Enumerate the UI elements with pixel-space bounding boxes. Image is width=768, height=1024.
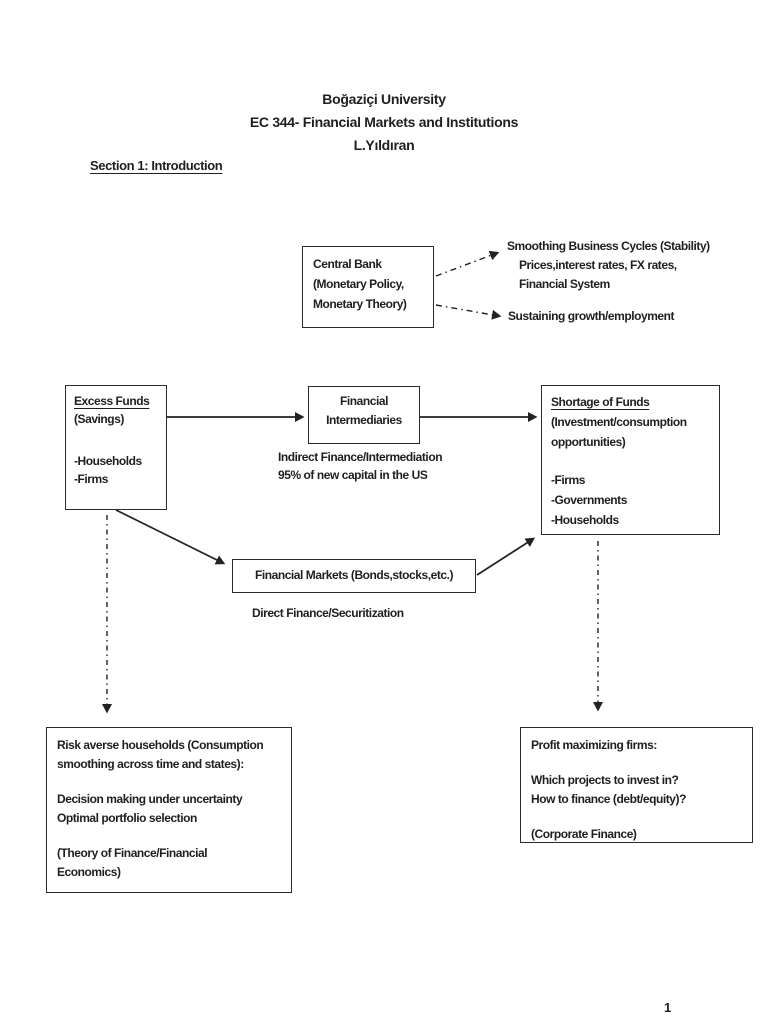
profit-box-line: Profit maximizing firms: xyxy=(531,738,657,752)
risk-box-line: (Theory of Finance/Financial xyxy=(57,846,208,860)
arrow-excessfunds-to-financialmarkets xyxy=(115,509,226,565)
shortage-item: -Households xyxy=(551,513,619,527)
goal-stability-line2: Prices,interest rates, FX rates, xyxy=(519,258,677,272)
risk-box-line: Optimal portfolio selection xyxy=(57,811,197,825)
risk-box-line: Economics) xyxy=(57,865,121,879)
capital-share-note: 95% of new capital in the US xyxy=(278,468,428,482)
central-bank-box: Central Bank (Monetary Policy, Monetary … xyxy=(302,246,434,328)
goal-stability-line3: Financial System xyxy=(519,277,610,291)
direct-finance-note: Direct Finance/Securitization xyxy=(252,606,404,620)
financial-markets-label: Financial Markets (Bonds,stocks,etc.) xyxy=(254,568,454,582)
intermediaries-line: Financial xyxy=(340,394,388,408)
excess-funds-item: -Households xyxy=(74,454,142,468)
risk-box-line: smoothing across time and states): xyxy=(57,757,244,771)
central-bank-line: (Monetary Policy, xyxy=(313,277,404,291)
indirect-finance-note: Indirect Finance/Intermediation xyxy=(278,450,443,464)
profit-box-line: Which projects to invest in? xyxy=(531,773,679,787)
dashdot-arrow-centralbank-to-growth xyxy=(435,304,502,320)
financial-markets-box: Financial Markets (Bonds,stocks,etc.) xyxy=(232,559,476,593)
shortage-title: Shortage of Funds xyxy=(551,395,650,409)
goal-stability-line1: Smoothing Business Cycles (Stability) xyxy=(507,239,710,253)
excess-funds-item: -Firms xyxy=(74,472,108,486)
profit-maximizing-firms-box: Profit maximizing firms: Which projects … xyxy=(520,727,753,843)
header-title-university: Boğaziçi University xyxy=(322,91,446,107)
shortage-subtitle-line: (Investment/consumption xyxy=(551,415,687,429)
header-title-course: EC 344- Financial Markets and Institutio… xyxy=(249,114,519,130)
goal-growth: Sustaining growth/employment xyxy=(508,309,675,323)
header-title-instructor: L.Yıldıran xyxy=(353,137,415,153)
excess-funds-title: Excess Funds xyxy=(74,394,150,408)
risk-box-line: Decision making under uncertainty xyxy=(57,792,243,806)
shortage-of-funds-box: Shortage of Funds (Investment/consumptio… xyxy=(541,385,720,535)
risk-box-line: Risk averse households (Consumption xyxy=(57,738,264,752)
page-number: 1 xyxy=(664,1000,671,1015)
shortage-item: -Governments xyxy=(551,493,627,507)
financial-intermediaries-box: Financial Intermediaries xyxy=(308,386,420,444)
shortage-item: -Firms xyxy=(551,473,585,487)
intermediaries-line: Intermediaries xyxy=(326,413,402,427)
excess-funds-subtitle: (Savings) xyxy=(74,412,124,426)
arrow-financialmarkets-to-shortage xyxy=(476,537,536,576)
section-heading: Section 1: Introduction xyxy=(90,158,223,173)
central-bank-line: Central Bank xyxy=(313,257,382,271)
risk-averse-households-box: Risk averse households (Consumption smoo… xyxy=(46,727,292,893)
shortage-subtitle-line: opportunities) xyxy=(551,435,626,449)
profit-box-line: (Corporate Finance) xyxy=(531,827,637,841)
dashdot-arrow-centralbank-to-stability xyxy=(435,250,500,277)
profit-box-line: How to finance (debt/equity)? xyxy=(531,792,686,806)
excess-funds-box: Excess Funds (Savings) -Households -Firm… xyxy=(65,385,167,510)
central-bank-line: Monetary Theory) xyxy=(313,297,407,311)
